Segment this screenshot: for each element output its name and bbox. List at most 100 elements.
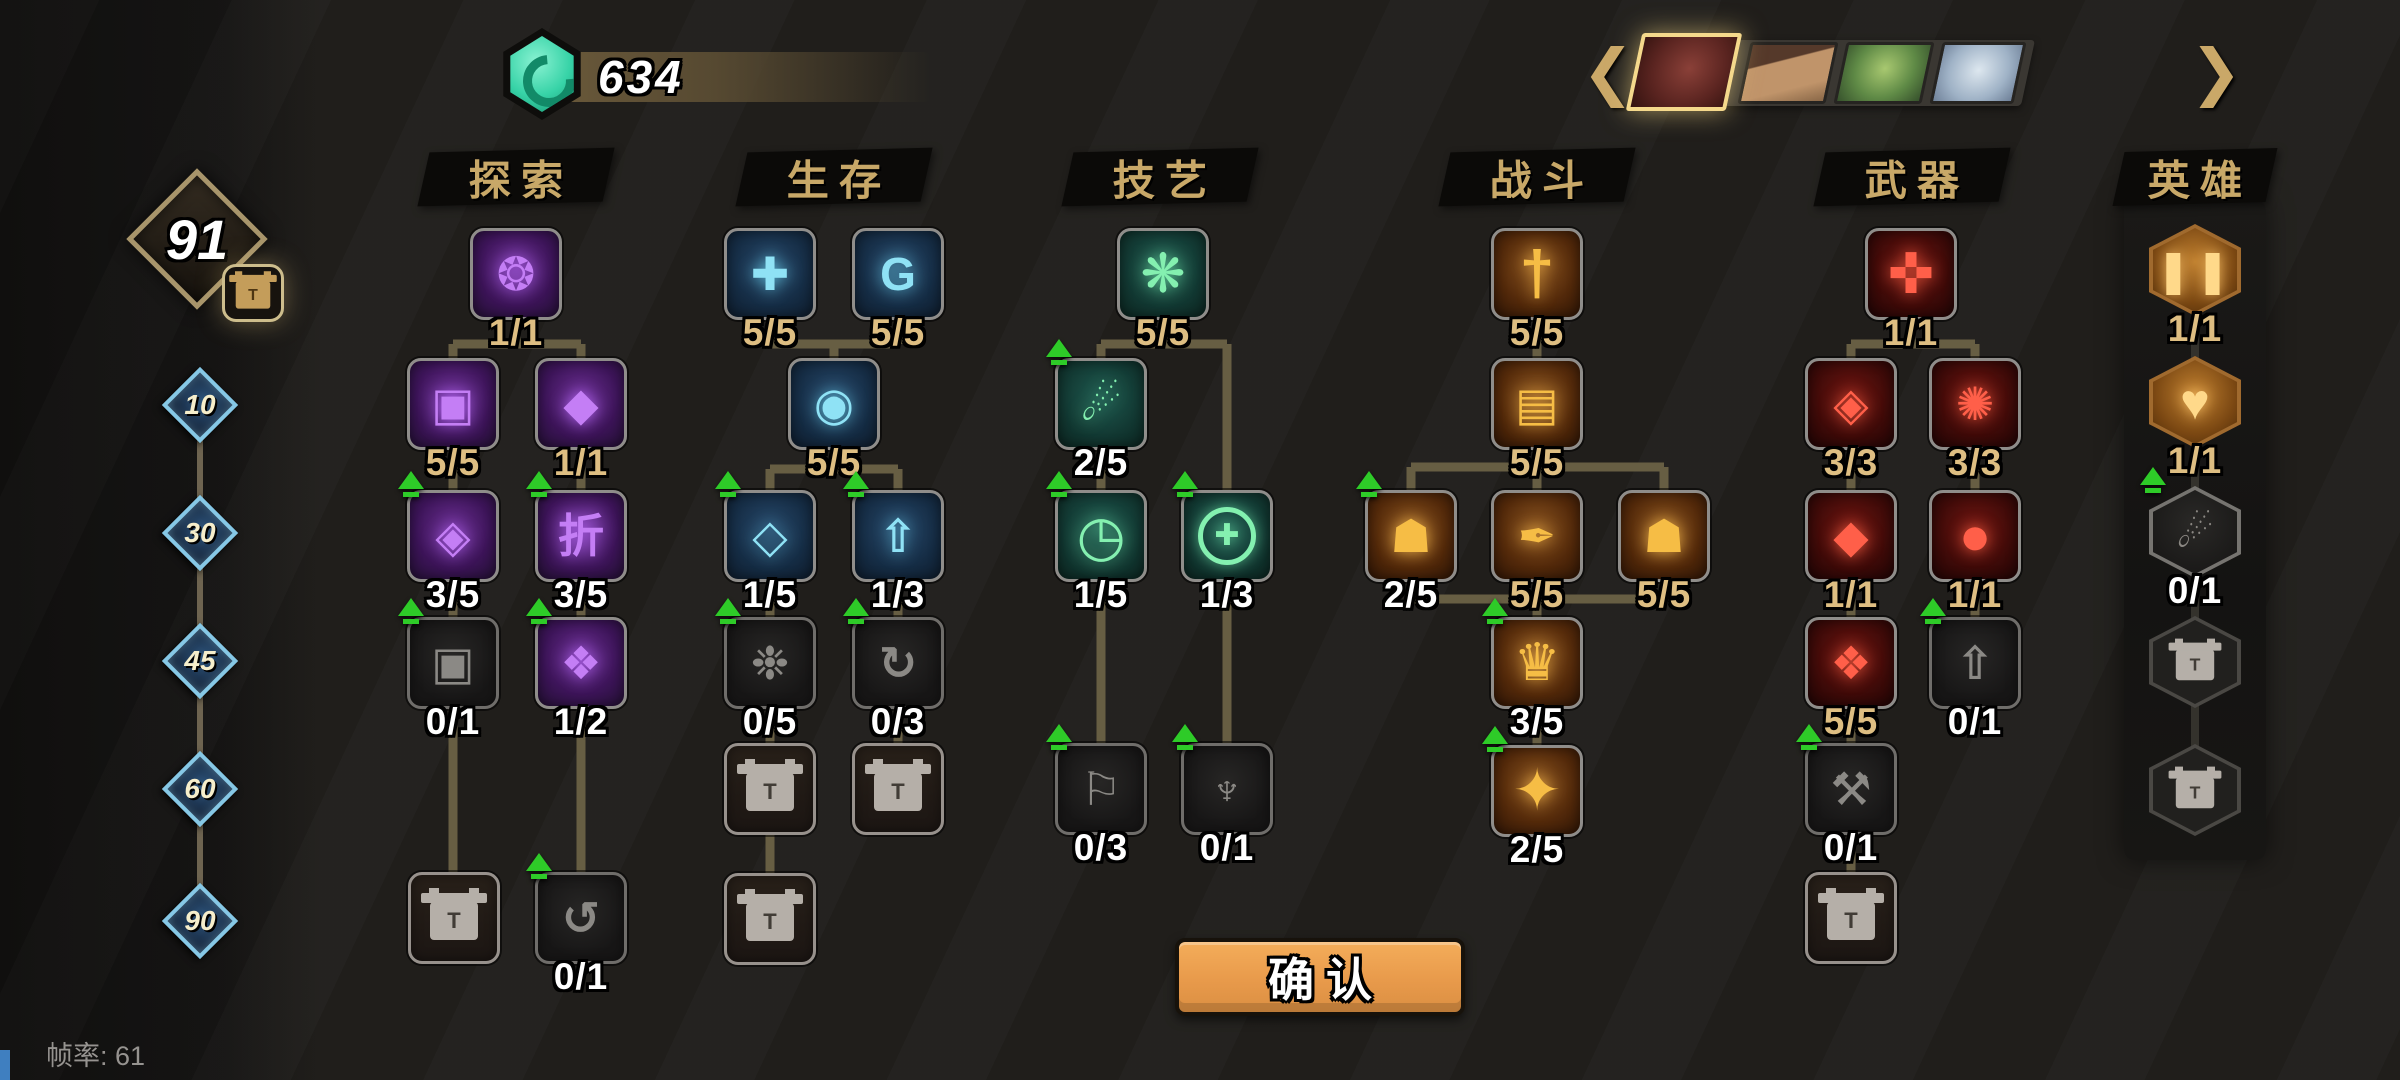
heal-cycle-icon: ✚ xyxy=(1198,507,1256,565)
level-number: 91 xyxy=(165,207,229,271)
node-rating: 5/5 xyxy=(1509,574,1565,615)
skill-node-craft-flame[interactable]: ❋ 5/5 xyxy=(1117,228,1209,353)
skill-node-combat-crown[interactable]: ♛ 3/5 xyxy=(1482,598,1583,742)
fps-counter: 帧率: 61 xyxy=(46,1041,146,1071)
skill-node-craft-gauge[interactable]: ◷ 1/5 xyxy=(1046,471,1147,615)
upgrade-arrow-icon xyxy=(1044,471,1076,505)
skill-node-explore-spiral[interactable]: ❂ 1/1 xyxy=(470,228,562,353)
node-rating: 0/5 xyxy=(742,701,798,742)
upgrade-arrow-icon xyxy=(713,471,745,505)
skill-node-craft-heal-cycle[interactable]: ✚ 1/3 xyxy=(1172,471,1273,615)
upgrade-arrow-icon xyxy=(1044,724,1076,758)
satchel-icon: ▤ xyxy=(1515,378,1559,430)
skill-node-craft-bomb-berry[interactable]: ☄ 2/5 xyxy=(1046,339,1147,483)
skill-node-combat-shell-round[interactable]: ☗ 5/5 xyxy=(1618,490,1710,615)
recycle-icon: ↻ xyxy=(878,637,918,689)
twin-bullets-icon: ❚❚ xyxy=(2155,246,2235,294)
skill-node-weapon-shield-up[interactable]: ⇧ 0/1 xyxy=(1920,598,2021,742)
skill-node-combat-quill[interactable]: ✒ 5/5 xyxy=(1491,490,1583,615)
hero-node-bomb[interactable]: ☄ 0/1 xyxy=(2140,467,2241,611)
chest-node[interactable]: T xyxy=(724,873,816,965)
skill-node-weapon-diamond-chevron[interactable]: ◆ 1/1 xyxy=(1805,490,1897,615)
skill-node-weapon-crosshair[interactable]: ✜ 1/1 xyxy=(1865,228,1957,353)
node-rating: 0/1 xyxy=(1947,701,2003,742)
node-rating: 1/5 xyxy=(1073,574,1129,615)
skill-node-craft-wings[interactable]: ♆ 0/1 xyxy=(1172,724,1273,868)
skill-node-survival-orb[interactable]: ◉ 5/5 xyxy=(788,358,880,483)
node-rating: 1/3 xyxy=(870,574,926,615)
confirm-button[interactable]: 确认 xyxy=(1175,938,1465,1016)
skill-node-weapon-splat[interactable]: ✺ 3/3 xyxy=(1929,358,2021,483)
skill-node-survival-triswirl[interactable]: ❉ 0/5 xyxy=(715,598,816,742)
skill-node-combat-satchel[interactable]: ▤ 5/5 xyxy=(1491,358,1583,483)
rune-icon: ◈ xyxy=(1833,378,1869,430)
hero-node-twin-bullets[interactable]: ❚❚ 1/1 xyxy=(2149,224,2241,349)
portrait-4[interactable] xyxy=(1929,42,2027,104)
node-rating: 1/1 xyxy=(1823,574,1879,615)
skill-node-explore-coin[interactable]: ▣ 5/5 xyxy=(407,358,499,483)
upgrade-arrow-icon xyxy=(841,598,873,632)
skill-node-explore-discount[interactable]: 折 3/5 xyxy=(526,471,627,615)
chest-node[interactable]: T xyxy=(1805,872,1897,964)
chest-icon: T xyxy=(865,759,931,811)
skill-node-explore-pouch[interactable]: ◆ 1/1 xyxy=(535,358,627,483)
chest-node[interactable]: T xyxy=(408,872,500,964)
upgrade-arrow-icon xyxy=(841,471,873,505)
portrait-3[interactable] xyxy=(1833,42,1935,104)
upgrade-arrow-icon xyxy=(396,598,428,632)
skill-node-weapon-blob[interactable]: ● 1/1 xyxy=(1929,490,2021,615)
anvil-icon: ⚒ xyxy=(1830,763,1872,815)
node-rating: 2/5 xyxy=(1509,829,1565,870)
chest-icon: T xyxy=(2168,638,2222,681)
node-rating: 1/2 xyxy=(553,701,609,742)
skill-node-explore-twin-coins[interactable]: ◈ 3/5 xyxy=(398,471,499,615)
chest-node[interactable]: T xyxy=(852,743,944,835)
node-rating: 3/5 xyxy=(1509,701,1565,742)
splat-icon: ✺ xyxy=(1955,378,1995,430)
skill-node-weapon-rune[interactable]: ◈ 3/3 xyxy=(1805,358,1897,483)
carousel-next-button[interactable]: ❯ xyxy=(2190,38,2242,107)
node-rating: 1/1 xyxy=(2167,440,2223,481)
skill-node-survival-guard[interactable]: G 5/5 xyxy=(852,228,944,353)
skill-node-explore-crystals[interactable]: ❖ 1/2 xyxy=(526,598,627,742)
node-rating: 2/5 xyxy=(1383,574,1439,615)
skill-node-weapon-diamond-stack[interactable]: ❖ 5/5 xyxy=(1805,617,1897,742)
portrait-2[interactable] xyxy=(1737,42,1839,104)
hero-node-heart[interactable]: ♥ 1/1 xyxy=(2149,356,2241,481)
node-rating: 0/1 xyxy=(1199,827,1255,868)
chest-icon: T xyxy=(737,889,803,941)
twin-coins-icon: ◈ xyxy=(435,510,471,562)
skill-node-survival-revive[interactable]: ⇧ 1/3 xyxy=(843,471,944,615)
node-rating: 3/5 xyxy=(553,574,609,615)
carousel-prev-button[interactable]: ❮ xyxy=(1582,38,1634,107)
skill-node-combat-star[interactable]: ✦ 2/5 xyxy=(1482,726,1583,870)
screen-edge-accent xyxy=(0,1050,10,1080)
currency-bar xyxy=(540,52,930,102)
node-rating: 5/5 xyxy=(425,442,481,483)
skill-node-combat-sword[interactable]: † 5/5 xyxy=(1491,228,1583,353)
hero-chest-node[interactable]: T xyxy=(2149,744,2241,836)
upgrade-arrow-icon xyxy=(396,471,428,505)
star-icon: ✦ xyxy=(1512,758,1562,823)
level-badge: 91 xyxy=(122,164,272,314)
skill-node-survival-recycle[interactable]: ↻ 0/3 xyxy=(843,598,944,742)
wings-icon: ♆ xyxy=(1209,763,1245,815)
chest-node[interactable]: T xyxy=(724,743,816,835)
level-reward-chest-button[interactable]: T xyxy=(222,264,284,322)
diamond-chevron-icon: ◆ xyxy=(1833,510,1869,562)
skill-node-combat-shell[interactable]: ☗ 2/5 xyxy=(1356,471,1457,615)
hero-chest-node[interactable]: T xyxy=(2149,616,2241,708)
node-rating: 3/3 xyxy=(1823,442,1879,483)
skill-node-craft-bell[interactable]: ⚐ 0/3 xyxy=(1046,724,1147,868)
restart-icon: ↺ xyxy=(561,892,601,944)
node-rating: 1/1 xyxy=(488,312,544,353)
skill-node-survival-shield[interactable]: ◇ 1/5 xyxy=(715,471,816,615)
chest-icon: T xyxy=(229,271,277,309)
skill-node-explore-coin-locked[interactable]: ▣ 0/1 xyxy=(398,598,499,742)
skill-node-survival-heal[interactable]: ✚ 5/5 xyxy=(724,228,816,353)
blob-icon: ● xyxy=(1958,506,1992,566)
skill-node-explore-restart[interactable]: ↺ 0/1 xyxy=(526,853,627,997)
tree-header-craft: 技艺 xyxy=(1061,147,1259,207)
skill-node-weapon-anvil[interactable]: ⚒ 0/1 xyxy=(1796,724,1897,868)
portrait-selected[interactable] xyxy=(1625,33,1743,111)
